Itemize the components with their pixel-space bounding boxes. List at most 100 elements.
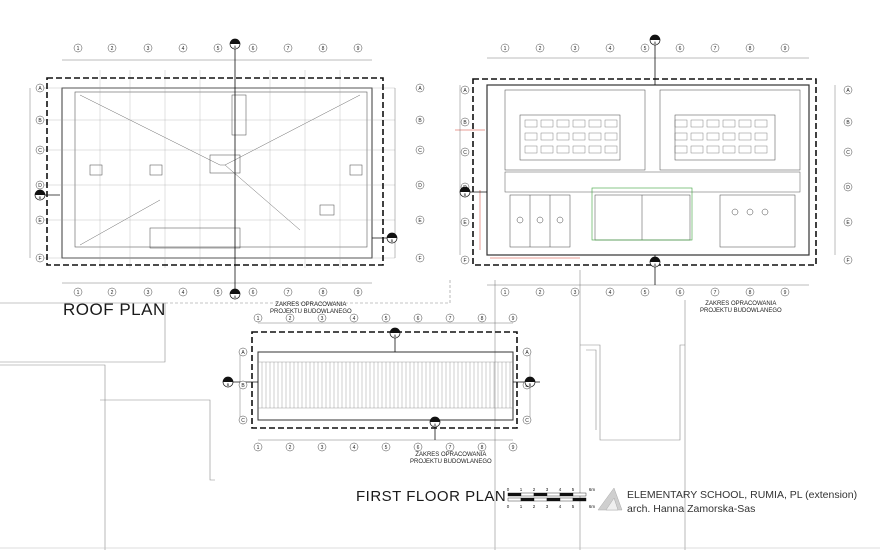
svg-text:B: B (38, 118, 42, 124)
svg-text:8: 8 (322, 290, 325, 296)
first-floor-plan-drawing (228, 322, 540, 441)
scale-bar-segment (533, 492, 548, 502)
svg-text:1: 1 (504, 290, 507, 296)
svg-text:3: 3 (321, 316, 324, 322)
svg-text:A: A (394, 333, 397, 338)
scale-bar-tick-label: 2 (533, 487, 536, 492)
section-marker: A (389, 327, 401, 339)
svg-text:2: 2 (539, 46, 542, 52)
axis-row-marker: E (460, 217, 470, 227)
axis-row-marker: D (843, 182, 853, 192)
svg-text:8: 8 (322, 46, 325, 52)
svg-text:5: 5 (385, 316, 388, 322)
axis-column-marker: 1 (500, 287, 510, 297)
floor-outline (486, 84, 810, 256)
svg-text:B: B (529, 382, 532, 387)
svg-text:E: E (38, 218, 42, 224)
axis-column-marker: 9 (508, 442, 518, 452)
svg-text:C: C (241, 418, 245, 424)
svg-text:B: B (227, 382, 230, 387)
axis-column-marker: 2 (285, 442, 295, 452)
svg-text:B: B (463, 120, 467, 126)
axis-column-marker: 8 (745, 287, 755, 297)
section-marker: A (429, 416, 441, 428)
architect-logo (597, 487, 623, 511)
classroom-left (504, 89, 646, 171)
axis-column-marker: 2 (535, 43, 545, 53)
axis-column-marker: 7 (710, 287, 720, 297)
svg-text:B: B (418, 118, 422, 124)
svg-text:5: 5 (644, 290, 647, 296)
axis-column-marker: 8 (477, 313, 487, 323)
scale-bar-tick-label: 0 (507, 504, 510, 509)
axis-column-marker: 5 (640, 287, 650, 297)
axis-row-marker: B (460, 117, 470, 127)
axis-column-marker: 5 (381, 313, 391, 323)
scope-note-line2: PROJEKTU BUDOWLANEGO (410, 459, 492, 465)
roof-dimension-lines (29, 59, 396, 284)
svg-text:E: E (846, 220, 850, 226)
axis-row-marker: F (460, 255, 470, 265)
svg-text:4: 4 (182, 290, 185, 296)
roof-details (89, 94, 363, 249)
svg-text:5: 5 (385, 445, 388, 451)
svg-text:5: 5 (644, 46, 647, 52)
axis-column-marker: 1 (73, 43, 83, 53)
floor-dimension-lines (459, 57, 836, 286)
axis-column-marker: 2 (107, 43, 117, 53)
svg-text:B: B (39, 195, 42, 200)
svg-text:F: F (846, 258, 849, 264)
svg-text:8: 8 (749, 290, 752, 296)
axis-column-marker: 6 (413, 313, 423, 323)
section-marker: B (386, 232, 398, 244)
axis-column-marker: 9 (780, 43, 790, 53)
axis-row-marker: E (35, 215, 45, 225)
axis-column-marker: 4 (605, 43, 615, 53)
axis-column-marker: 9 (508, 313, 518, 323)
svg-text:1: 1 (257, 445, 260, 451)
axis-column-marker: 9 (780, 287, 790, 297)
axis-row-marker: B (238, 380, 248, 390)
axis-row-marker: D (415, 180, 425, 190)
svg-text:3: 3 (574, 290, 577, 296)
project-author: arch. Hanna Zamorska-Sas (627, 503, 756, 515)
scale-bar-segment (572, 492, 587, 502)
axis-row-marker: B (415, 115, 425, 125)
axis-column-marker: 4 (178, 287, 188, 297)
axis-row-marker: C (238, 415, 248, 425)
axis-row-marker: C (843, 147, 853, 157)
svg-text:A: A (846, 88, 850, 94)
axis-column-marker: 3 (570, 287, 580, 297)
section-marker: B (34, 189, 46, 201)
svg-text:E: E (463, 220, 467, 226)
svg-text:9: 9 (512, 445, 515, 451)
svg-text:9: 9 (512, 316, 515, 322)
axis-column-marker: 6 (675, 287, 685, 297)
svg-text:D: D (418, 183, 422, 189)
site-context (0, 270, 880, 550)
svg-text:6: 6 (252, 290, 255, 296)
section-marker: A (649, 34, 661, 46)
svg-text:3: 3 (147, 290, 150, 296)
svg-text:3: 3 (574, 46, 577, 52)
scale-bar-tick-label: 4 (559, 487, 562, 492)
axis-column-marker: 6 (248, 287, 258, 297)
svg-text:7: 7 (449, 316, 452, 322)
project-title: ELEMENTARY SCHOOL, RUMIA, PL (extension) (627, 489, 858, 501)
svg-text:2: 2 (289, 445, 292, 451)
svg-text:A: A (654, 40, 657, 45)
svg-text:6: 6 (679, 46, 682, 52)
scale-bar-segment (559, 492, 574, 502)
svg-text:4: 4 (353, 445, 356, 451)
svg-text:B: B (846, 120, 850, 126)
scope-note-line2: PROJEKTU BUDOWLANEGO (700, 308, 782, 314)
svg-text:F: F (418, 256, 421, 262)
svg-text:8: 8 (481, 445, 484, 451)
svg-text:A: A (38, 86, 42, 92)
axis-row-marker: F (843, 255, 853, 265)
svg-text:A: A (525, 350, 529, 356)
axis-row-marker: A (522, 347, 532, 357)
svg-text:D: D (846, 185, 850, 191)
